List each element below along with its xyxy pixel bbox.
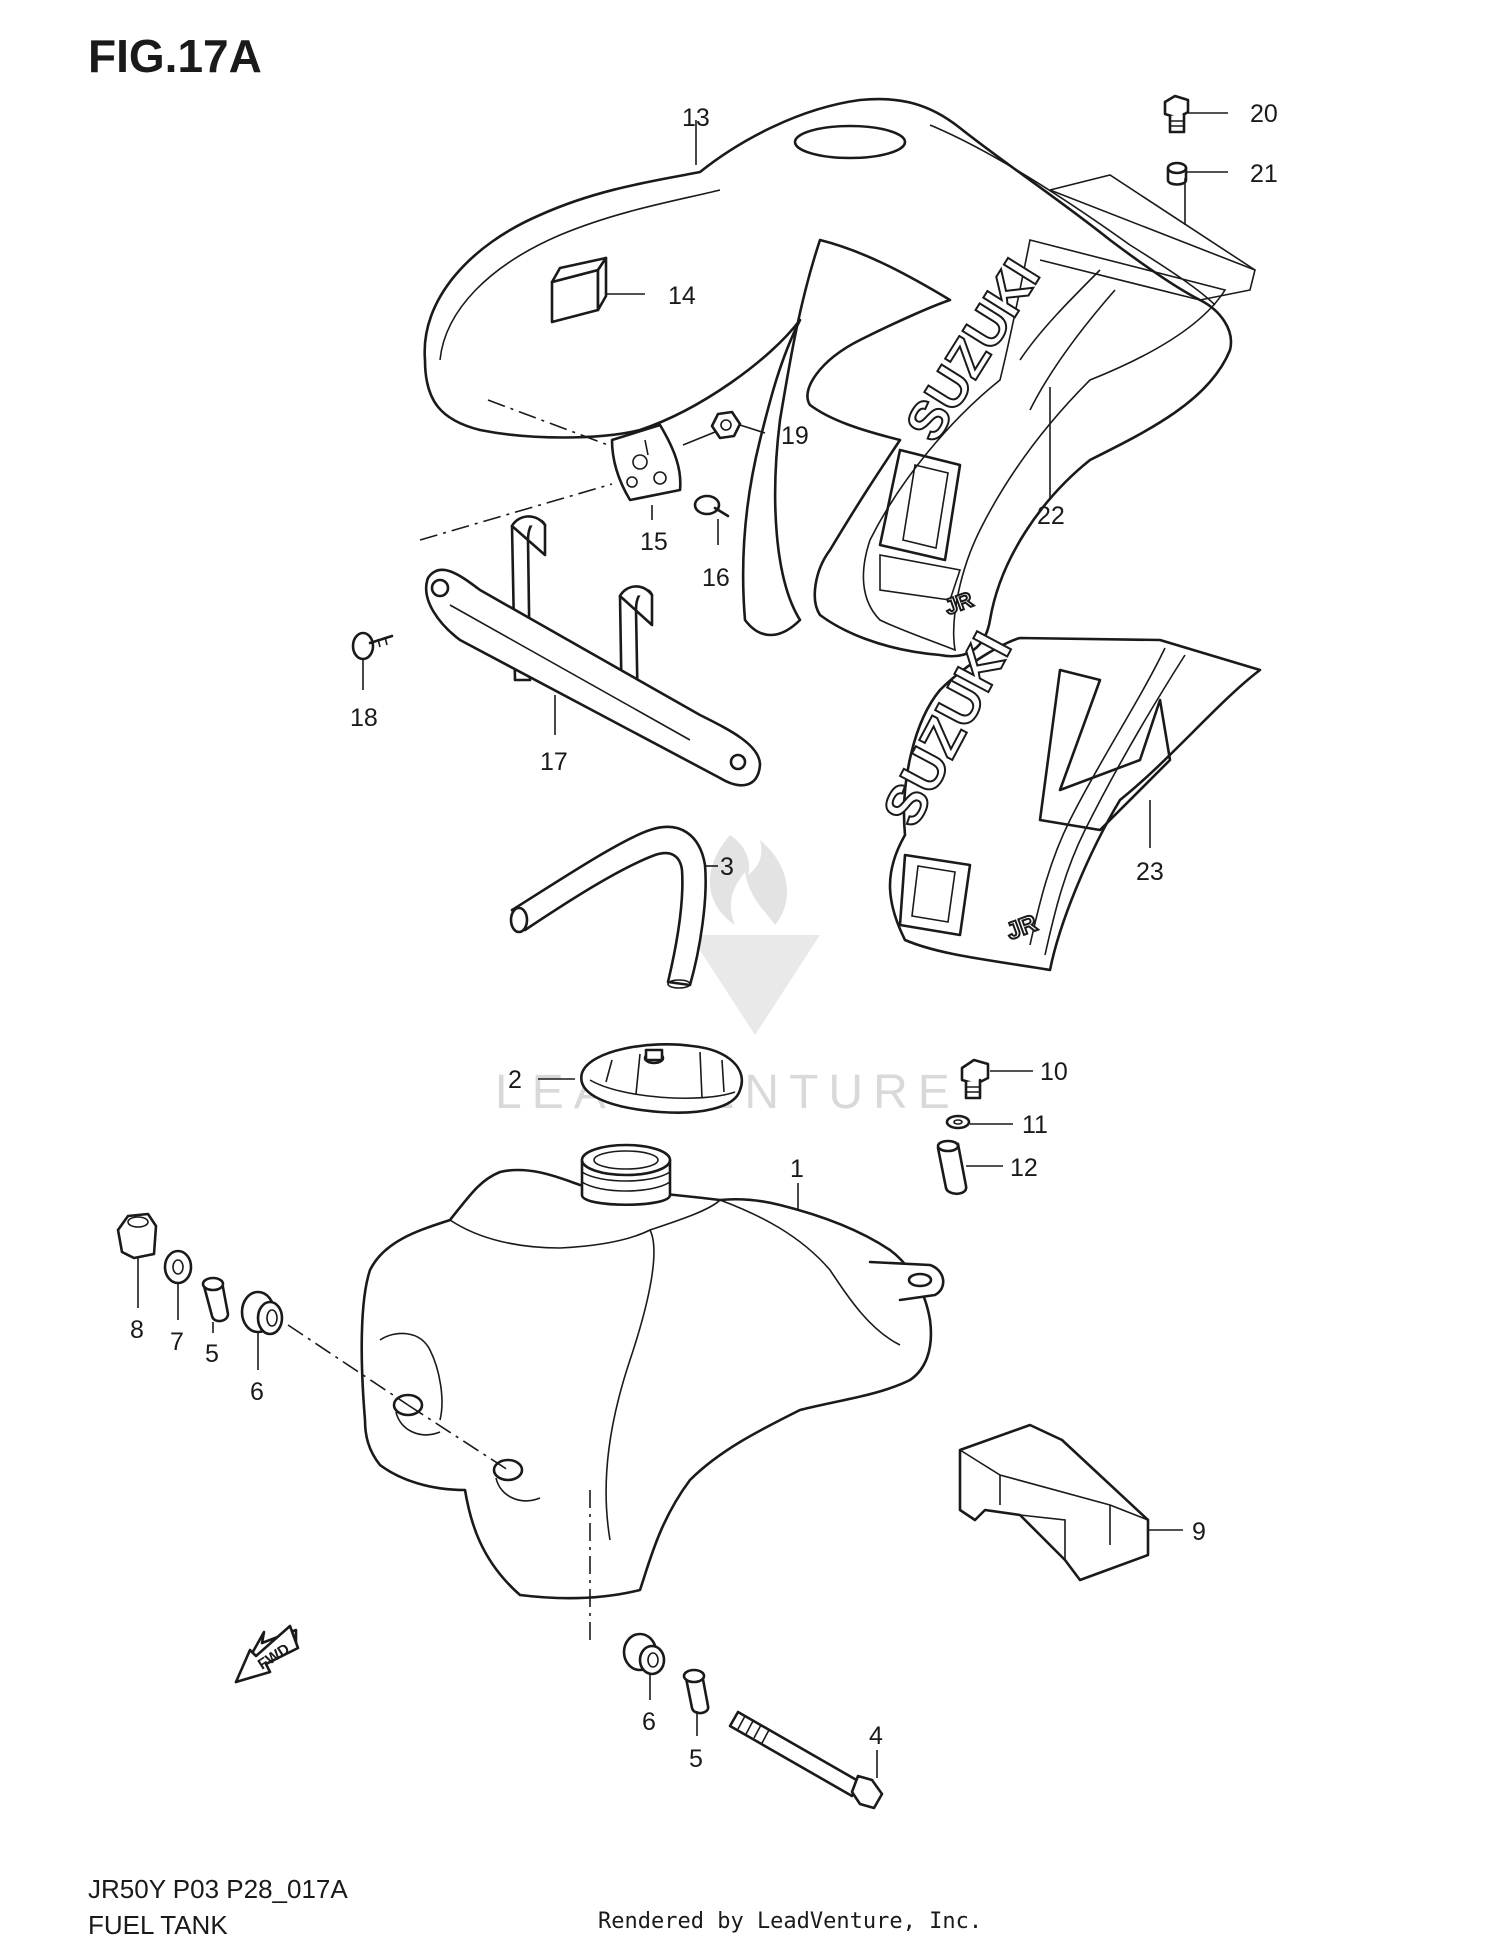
part-1-fuel-tank (360, 1143, 945, 1600)
part-6-grommet-upper (240, 1290, 284, 1336)
callout-8: 8 (130, 1316, 144, 1344)
callout-4: 4 (869, 1722, 883, 1750)
decal-22-model-badge: JR (941, 587, 976, 620)
leader-lines (137, 112, 1228, 1778)
callout-3: 3 (720, 853, 734, 881)
part-21-collar (1166, 161, 1188, 186)
part-13-shroud (423, 97, 1256, 658)
part-12-collar (936, 1139, 968, 1196)
part-6-grommet-lower (622, 1632, 666, 1676)
callout-7: 7 (170, 1328, 184, 1356)
section-title: FUEL TANK (88, 1910, 228, 1940)
model-code: JR50Y P03 P28_017A (88, 1874, 348, 1904)
part-19-nut (710, 410, 742, 440)
callout-20: 20 (1250, 100, 1278, 128)
callout-19: 19 (781, 422, 809, 450)
callout-23: 23 (1136, 858, 1164, 886)
callout-13: 13 (682, 104, 710, 132)
part-5-collar-lower (682, 1668, 710, 1715)
callout-11: 11 (1022, 1111, 1048, 1139)
part-17-frame-bracket (425, 515, 762, 787)
assembly-lines (287, 1324, 591, 1640)
part-5-collar-upper (201, 1276, 230, 1323)
callout-16: 16 (702, 564, 730, 592)
callout-14: 14 (668, 282, 696, 310)
callout-15: 15 (640, 528, 668, 556)
part-3-breather-hose (509, 825, 707, 989)
callout-17: 17 (540, 748, 568, 776)
part-15-bracket (419, 399, 721, 541)
decal-23-model-badge: JR (1003, 910, 1041, 946)
part-18-screw (351, 631, 394, 661)
fwd-direction-arrow: FWD (234, 1624, 300, 1684)
callout-1: 1 (790, 1155, 804, 1183)
part-22-decal: SUZUKI JR (862, 239, 1227, 652)
callout-22: 22 (1037, 502, 1065, 530)
callout-21: 21 (1250, 160, 1278, 188)
decal-23-brand-text: SUZUKI (870, 622, 1023, 836)
part-16-screw (693, 494, 730, 518)
part-23-decal: SUZUKI JR (869, 621, 1262, 972)
part-10-bolt (960, 1058, 990, 1100)
callout-9: 9 (1192, 1518, 1206, 1546)
part-20-bolt (1163, 94, 1190, 134)
callout-5-lower: 5 (689, 1745, 703, 1773)
callout-5-upper: 5 (205, 1340, 219, 1368)
part-2-fuel-cap (580, 1043, 744, 1114)
callout-6-lower: 6 (642, 1708, 656, 1736)
render-credit: Rendered by LeadVenture, Inc. (598, 1909, 982, 1934)
part-14-foam-pad (550, 256, 608, 324)
part-4-bolt (728, 1710, 884, 1810)
decal-22-brand-text: SUZUKI (894, 249, 1051, 451)
callout-2: 2 (508, 1066, 522, 1094)
callout-12: 12 (1010, 1154, 1038, 1182)
callout-10: 10 (1040, 1058, 1068, 1086)
part-7-washer (163, 1249, 193, 1285)
callout-18: 18 (350, 704, 378, 732)
part-8-nut (116, 1212, 158, 1260)
callout-6-upper: 6 (250, 1378, 264, 1406)
part-11-washer (945, 1114, 971, 1130)
part-9-mount-rubber (958, 1423, 1150, 1582)
figure-title: FIG.17A (88, 30, 262, 82)
callout-labels: 13 14 19 15 16 17 18 20 21 22 23 3 2 10 … (130, 100, 1278, 1773)
